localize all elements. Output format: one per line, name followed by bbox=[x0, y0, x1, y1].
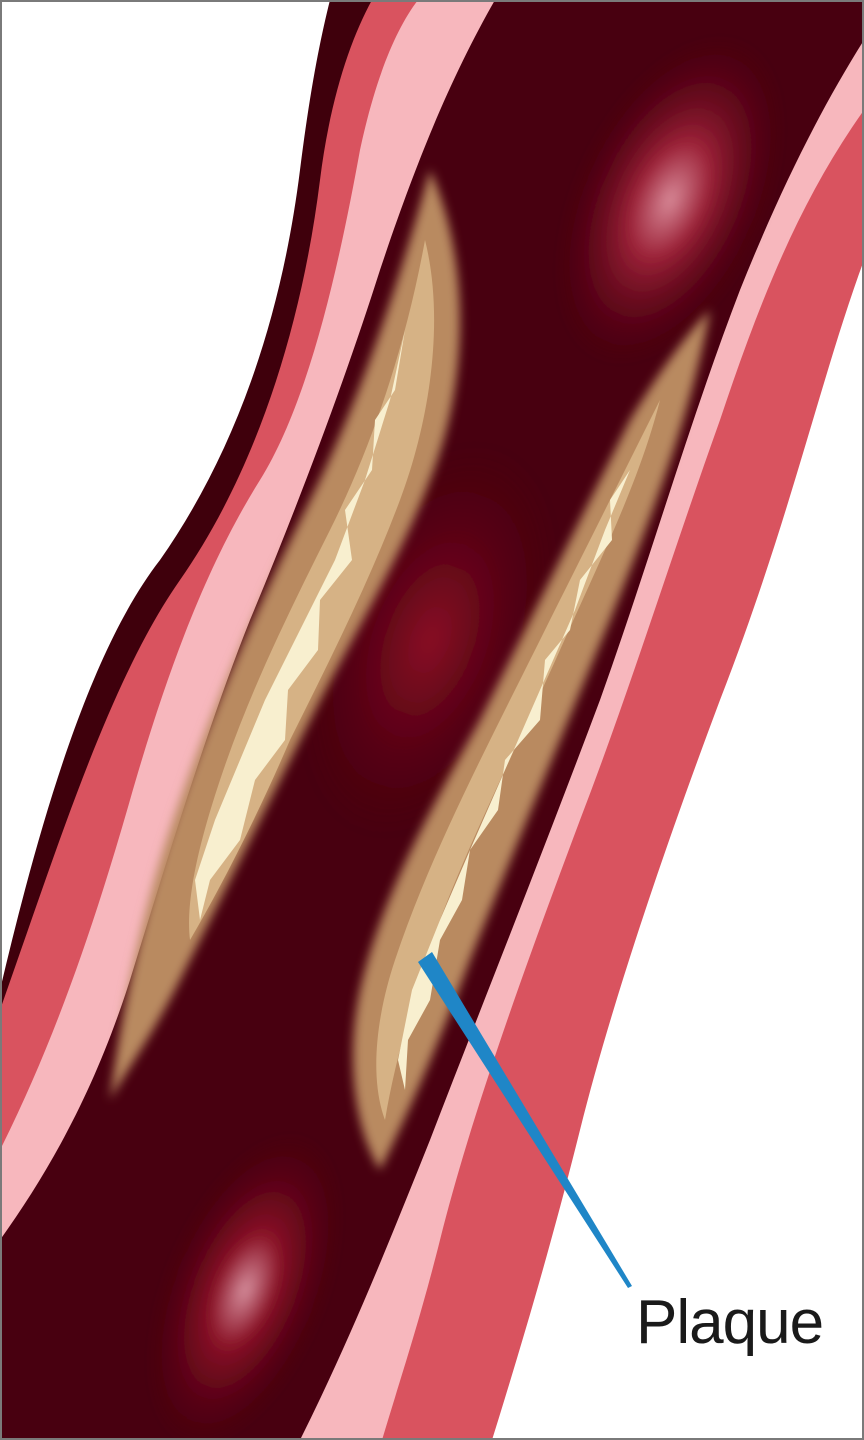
plaque-label: Plaque bbox=[636, 1288, 823, 1358]
